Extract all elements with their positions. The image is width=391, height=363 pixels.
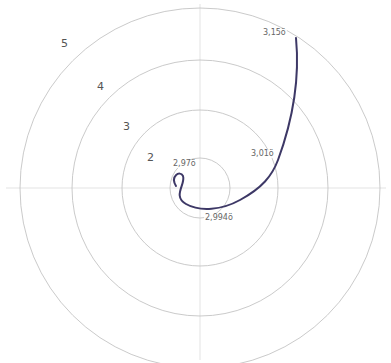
radius-circle — [122, 110, 278, 266]
spiral-curve — [174, 38, 297, 209]
radius-circle — [20, 8, 380, 363]
value-label: 3,15ö — [262, 29, 287, 37]
radius-number: 4 — [96, 81, 105, 92]
value-label: 3,01ö — [250, 150, 275, 158]
value-label: 2,994ö — [204, 214, 234, 222]
radius-number: 5 — [60, 38, 69, 49]
axis-line — [6, 188, 386, 189]
radius-circle — [72, 60, 328, 316]
radius-number: 2 — [146, 152, 155, 163]
value-label: 2,97ö — [172, 160, 197, 168]
radius-number: 3 — [122, 121, 131, 132]
axis-line — [200, 4, 201, 360]
